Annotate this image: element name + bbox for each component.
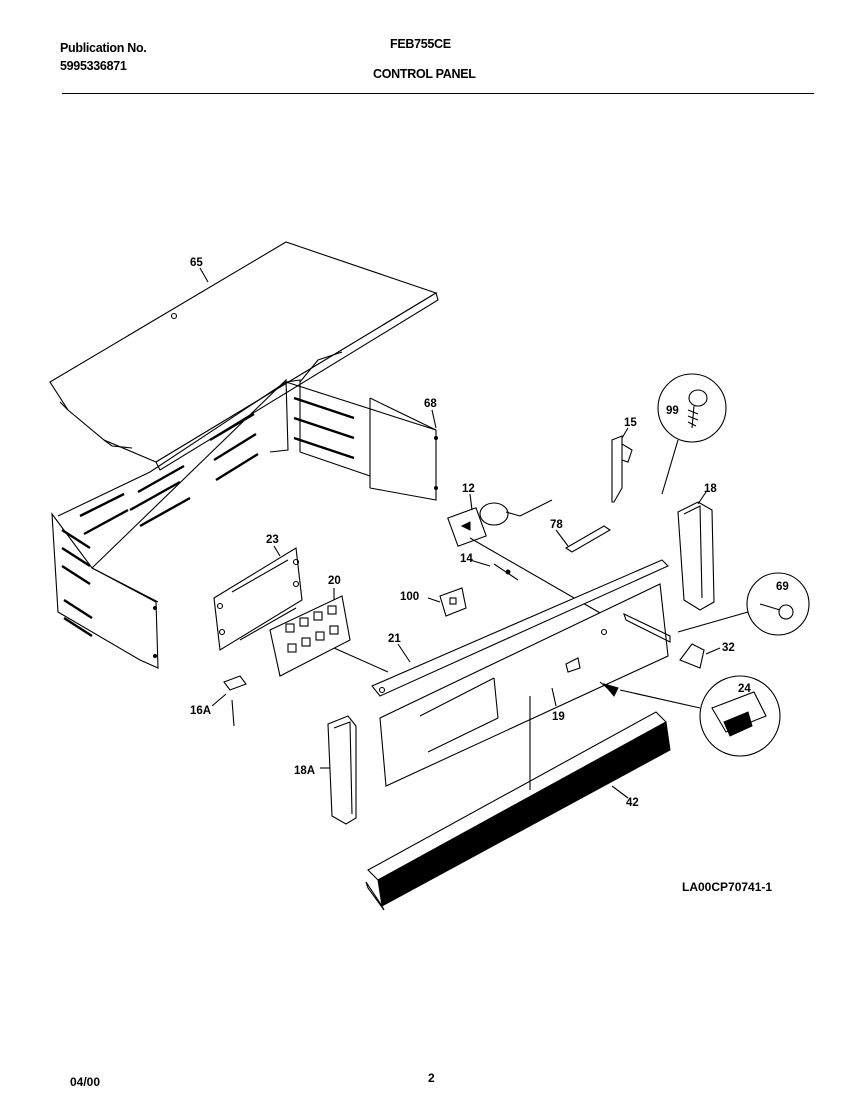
part-rocker-switch-callout-24 bbox=[599, 675, 781, 757]
leader-lines bbox=[199, 267, 721, 799]
publication-number: 5995336871 bbox=[60, 59, 127, 73]
part-housing bbox=[51, 378, 438, 669]
part-keypad-20 bbox=[269, 595, 389, 677]
part-control-panel-19 bbox=[379, 583, 671, 787]
label-24: 24 bbox=[738, 683, 751, 695]
label-23: 23 bbox=[266, 534, 279, 546]
publication-label: Publication No. bbox=[60, 41, 147, 55]
label-18: 18 bbox=[704, 483, 717, 495]
label-20: 20 bbox=[328, 575, 341, 587]
part-label-100 bbox=[439, 587, 467, 617]
label-32: 32 bbox=[722, 642, 735, 654]
footer-date: 04/00 bbox=[70, 1075, 101, 1089]
label-100: 100 bbox=[400, 591, 419, 603]
label-69: 69 bbox=[776, 581, 789, 593]
part-circuit-board-23 bbox=[213, 547, 303, 651]
part-grill-42 bbox=[365, 696, 671, 911]
label-15: 15 bbox=[624, 417, 637, 429]
part-top-cover bbox=[49, 241, 439, 471]
part-clip-16a bbox=[223, 675, 247, 727]
part-switch-12 bbox=[447, 499, 641, 637]
label-42: 42 bbox=[626, 797, 639, 809]
label-18a: 18A bbox=[294, 765, 315, 777]
part-trim-21 bbox=[371, 559, 669, 697]
label-65: 65 bbox=[190, 257, 203, 269]
label-68: 68 bbox=[424, 398, 437, 410]
label-12: 12 bbox=[462, 483, 475, 495]
label-14: 14 bbox=[460, 553, 473, 565]
label-16a: 16A bbox=[190, 705, 211, 717]
part-end-cap-18a bbox=[327, 715, 357, 825]
label-99: 99 bbox=[666, 405, 679, 417]
header-rule bbox=[62, 93, 814, 94]
section-title: CONTROL PANEL bbox=[373, 67, 476, 81]
part-bracket-15 bbox=[611, 435, 633, 503]
part-screw-callout-69 bbox=[677, 572, 810, 636]
part-knob-32 bbox=[679, 643, 705, 669]
footer-page-number: 2 bbox=[428, 1071, 435, 1085]
diagram-code: LA00CP70741-1 bbox=[682, 880, 772, 894]
model-number: FEB755CE bbox=[390, 37, 451, 51]
part-spring-14 bbox=[493, 563, 519, 581]
label-21: 21 bbox=[388, 633, 401, 645]
part-end-cap-18 bbox=[677, 501, 715, 611]
part-screw-callout-99 bbox=[657, 373, 727, 495]
label-78: 78 bbox=[550, 519, 563, 531]
label-19: 19 bbox=[552, 711, 565, 723]
part-clip-78 bbox=[564, 525, 612, 553]
